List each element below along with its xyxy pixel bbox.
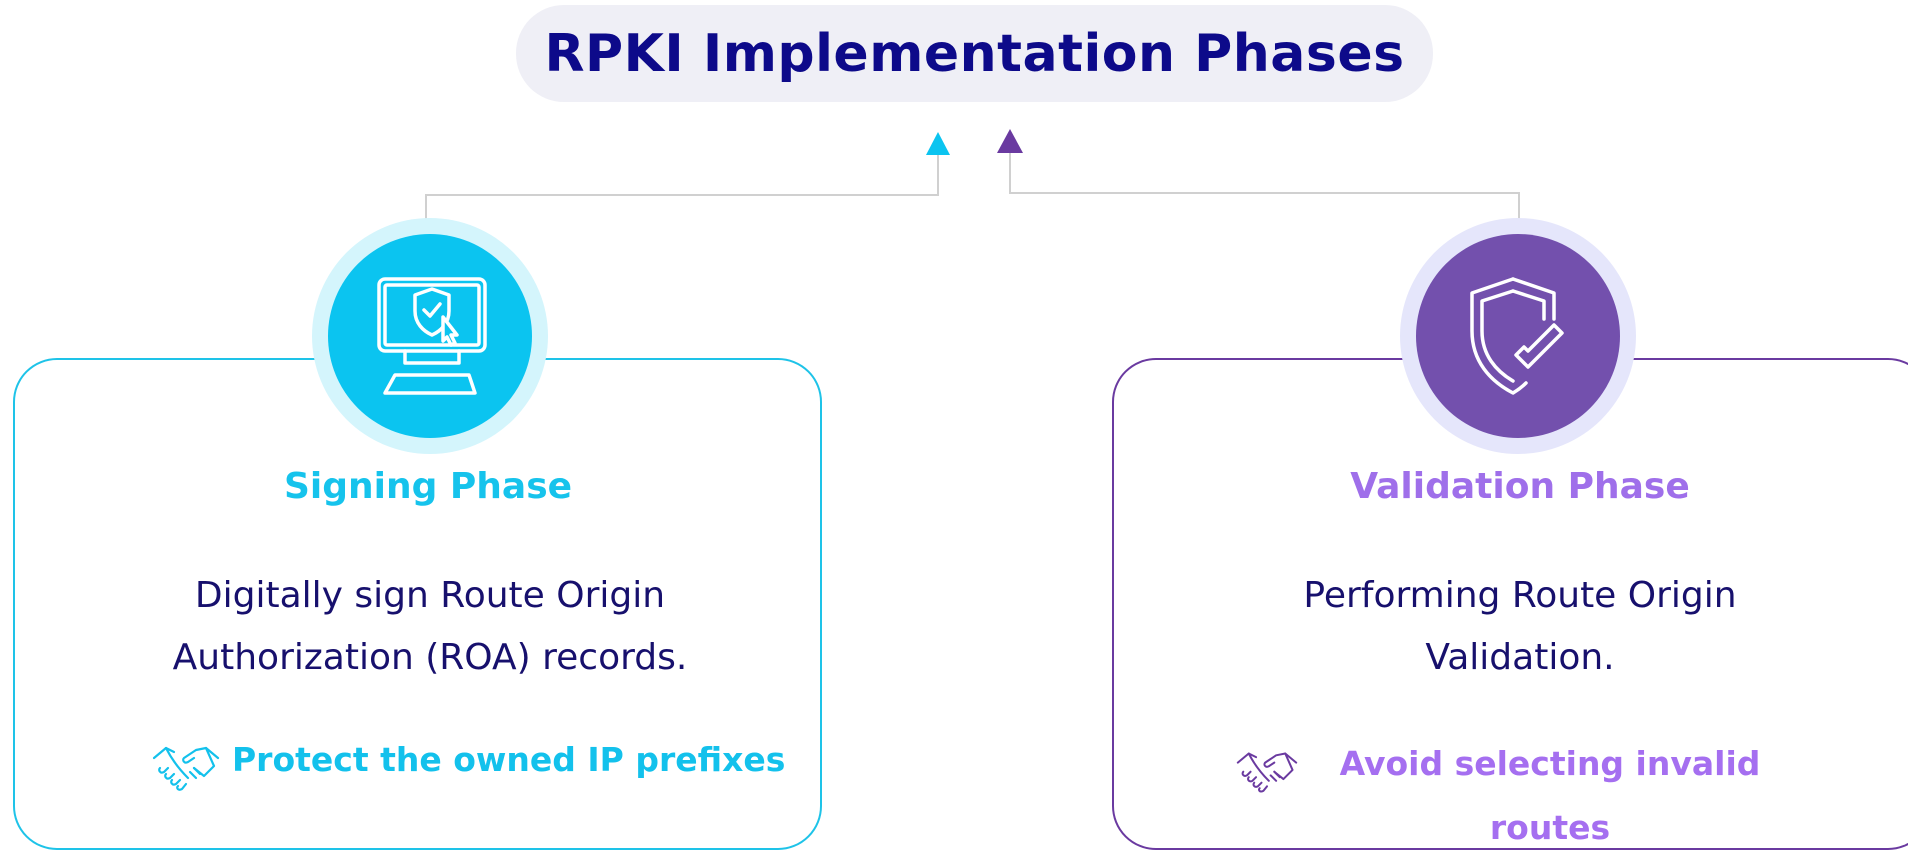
validation-description-line-2: Validation. (1425, 637, 1615, 678)
validation-description-line-1: Performing Route Origin (1303, 575, 1737, 616)
handshake-icon (1236, 752, 1298, 793)
shield-check-icon (1470, 277, 1564, 395)
diagram-title: RPKI Implementation Phases (544, 23, 1405, 84)
validation-icon-halo (1400, 218, 1636, 454)
signing-icon-circle (328, 234, 532, 438)
signing-icon-halo (312, 218, 548, 454)
validation-phase-description: Performing Route Origin Validation. (1180, 565, 1860, 689)
computer-shield-cursor-icon (377, 277, 487, 395)
validation-benefit: Avoid selecting invalid routes (1236, 742, 1796, 860)
validation-benefit-text: Avoid selecting invalid routes (1310, 732, 1790, 860)
signing-connector-line (425, 155, 939, 220)
signing-phase-description: Digitally sign Route Origin Authorizatio… (80, 565, 780, 689)
validation-benefit-line-1: Avoid selecting invalid (1339, 744, 1761, 783)
validation-arrowhead (997, 129, 1023, 153)
handshake-icon (152, 746, 220, 791)
signing-benefit-text: Protect the owned IP prefixes (232, 740, 786, 779)
validation-connector-line (1009, 153, 1520, 220)
title-pill: RPKI Implementation Phases (516, 5, 1433, 102)
signing-phase-title: Signing Phase (283, 466, 573, 507)
signing-description-line-1: Digitally sign Route Origin (194, 575, 666, 616)
signing-description-line-2: Authorization (ROA) records. (172, 637, 688, 678)
signing-benefit: Protect the owned IP prefixes (152, 738, 785, 792)
signing-arrowhead (926, 132, 950, 155)
validation-benefit-line-2: routes (1489, 808, 1611, 847)
validation-phase-title: Validation Phase (1350, 466, 1690, 507)
validation-icon-circle (1416, 234, 1620, 438)
